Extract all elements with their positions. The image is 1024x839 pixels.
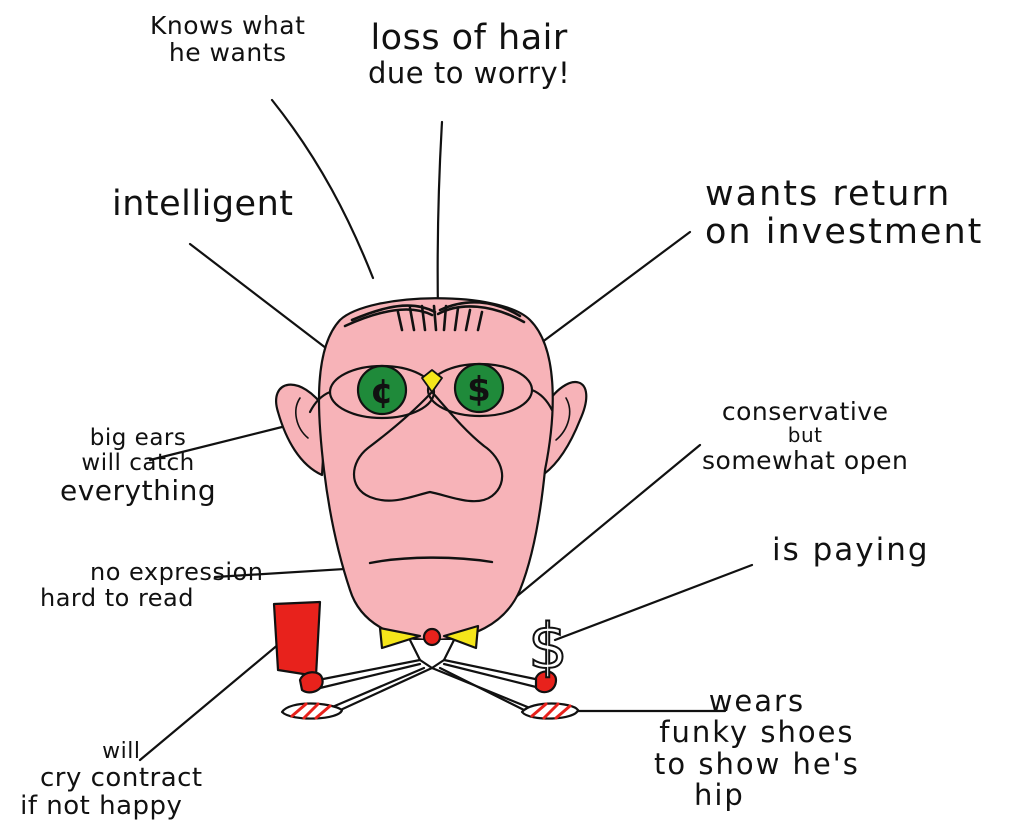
hand-dollar-symbol: $ — [528, 610, 567, 683]
bow-tie — [378, 624, 480, 650]
limbs — [316, 658, 542, 714]
note-big-ears: big ears will catch everything — [60, 425, 217, 507]
left-hand — [298, 671, 324, 694]
red-card — [272, 600, 322, 678]
note-knows-what-he-wants: Knows what he wants — [150, 11, 306, 67]
pointer-lines — [138, 98, 754, 762]
note-conservative: conservative but somewhat open — [702, 397, 909, 475]
left-shoe — [280, 702, 344, 720]
mouth — [368, 556, 494, 565]
pointer-ears — [148, 423, 292, 462]
right-shoe — [520, 702, 580, 720]
right-eye — [453, 362, 505, 414]
note-intelligent: intelligent — [112, 184, 294, 224]
nose — [353, 390, 504, 503]
hair — [343, 301, 526, 332]
note-wears-funky-shoes: wears funky shoes to show he's hip — [654, 684, 860, 812]
nose-bridge — [421, 369, 443, 393]
note-is-paying: is paying — [772, 532, 930, 568]
pointer-paying — [553, 563, 754, 642]
note-loss-of-hair: loss of hair due to worry! — [368, 18, 571, 90]
note-no-expression: no expression hard to read — [40, 558, 264, 612]
note-cry-contract: will cry contract if not happy — [20, 739, 203, 821]
right-eye-symbol: $ — [467, 370, 491, 410]
pointer-knows — [270, 98, 375, 280]
left-eye — [356, 364, 408, 416]
left-eye-symbol: ¢ — [370, 372, 394, 412]
pointer-contract — [138, 626, 300, 762]
note-wants-return: wants return on investment — [705, 174, 984, 252]
right-hand — [534, 670, 558, 694]
pointer-hair — [436, 120, 444, 314]
